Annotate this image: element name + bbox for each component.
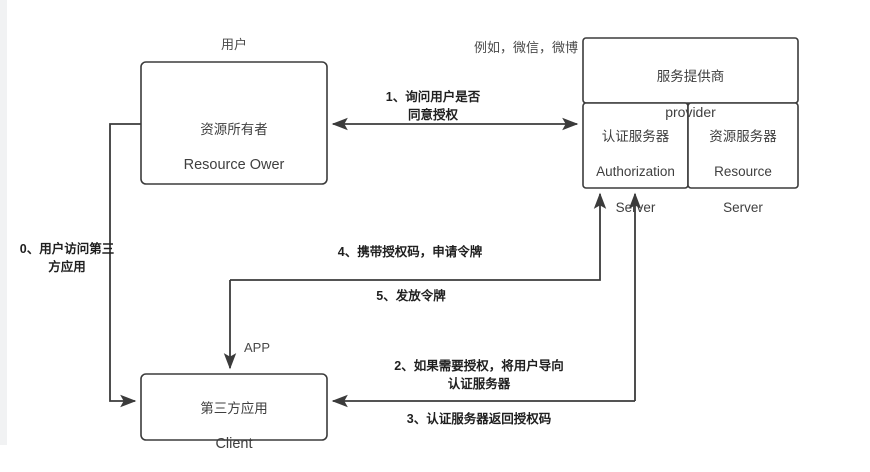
node-box-provider[interactable] <box>582 37 799 104</box>
step-label-4: 4、携带授权码，申请令牌 <box>337 245 483 259</box>
oauth-flow-diagram: 用户 例如，微信，微博 APP 资源所有者 Resource Ower 服务提供… <box>0 0 799 453</box>
left-edge-strip <box>0 0 7 445</box>
step-label-5: 5、发放令牌 <box>376 289 446 303</box>
node-box-client[interactable] <box>140 373 328 441</box>
connector-step-4 <box>230 192 607 281</box>
caption-resource-owner: 用户 <box>220 37 247 52</box>
node-box-resource-owner[interactable] <box>140 61 328 185</box>
step-label-1: 1、询问用户是否 同意授权 <box>385 90 481 123</box>
step-label-2: 2、如果需要授权，将用户导向 认证服务器 <box>394 359 564 392</box>
node-box-authorization-server[interactable] <box>582 102 689 189</box>
node-box-resource-server[interactable] <box>687 102 799 189</box>
diagram-canvas <box>109 37 799 441</box>
caption-provider: 例如，微信，微博 <box>473 40 578 55</box>
caption-client-app: APP <box>244 340 271 355</box>
step-label-3: 3、认证服务器返回授权码 <box>406 412 552 426</box>
connector-step-0 <box>109 123 141 408</box>
step-label-0: 0、用户访问第三 方应用 <box>19 242 115 275</box>
